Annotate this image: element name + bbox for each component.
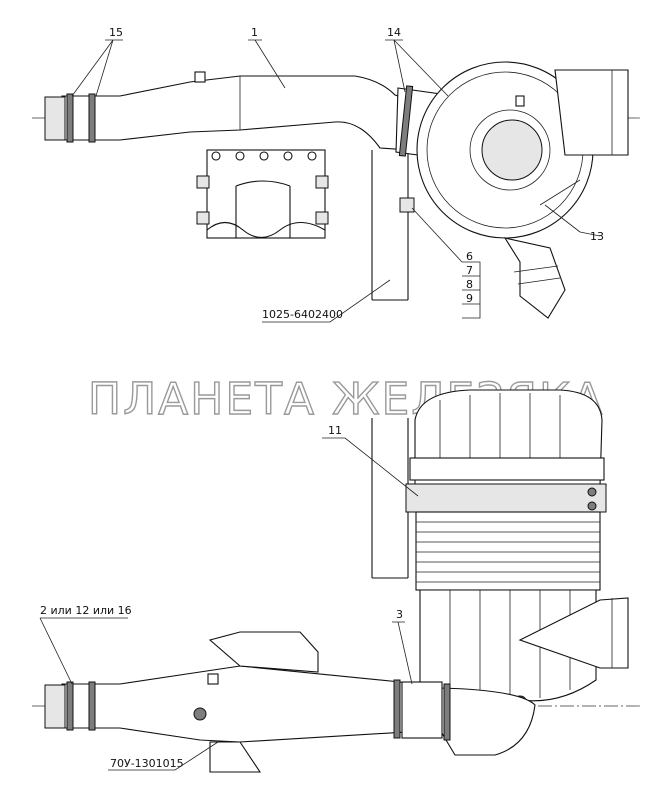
part-ref-bottom: 70У-1301015 — [110, 757, 184, 770]
leaders-top — [71, 39, 601, 323]
callout-7: 7 — [466, 264, 473, 277]
air-filter-housing-top — [399, 61, 629, 319]
callout-13: 13 — [590, 230, 604, 243]
top-assembly: 15 1 14 13 6 7 8 9 1025-6402400 — [32, 26, 640, 323]
callout-8: 8 — [466, 278, 473, 291]
callout-1: 1 — [251, 26, 258, 39]
air-filter-body — [405, 389, 629, 711]
callout-15: 15 — [109, 26, 123, 39]
callout-3: 3 — [396, 608, 403, 621]
callout-9: 9 — [466, 292, 473, 305]
inlet-pipe-bottom — [44, 631, 536, 773]
callout-alternative-parts: 2 или 12 или 16 — [40, 604, 132, 617]
inlet-pipe-top — [44, 71, 411, 151]
frame-post-top — [371, 150, 409, 301]
leaders-bottom — [39, 437, 419, 771]
bottom-assembly: 11 2 или 12 или 16 3 70У-1301015 — [32, 389, 640, 773]
bracket — [196, 149, 329, 239]
callout-14: 14 — [387, 26, 401, 39]
callout-6: 6 — [466, 250, 473, 263]
part-ref-top: 1025-6402400 — [262, 308, 343, 321]
frame-post-bottom — [371, 418, 409, 579]
callout-11: 11 — [328, 424, 342, 437]
